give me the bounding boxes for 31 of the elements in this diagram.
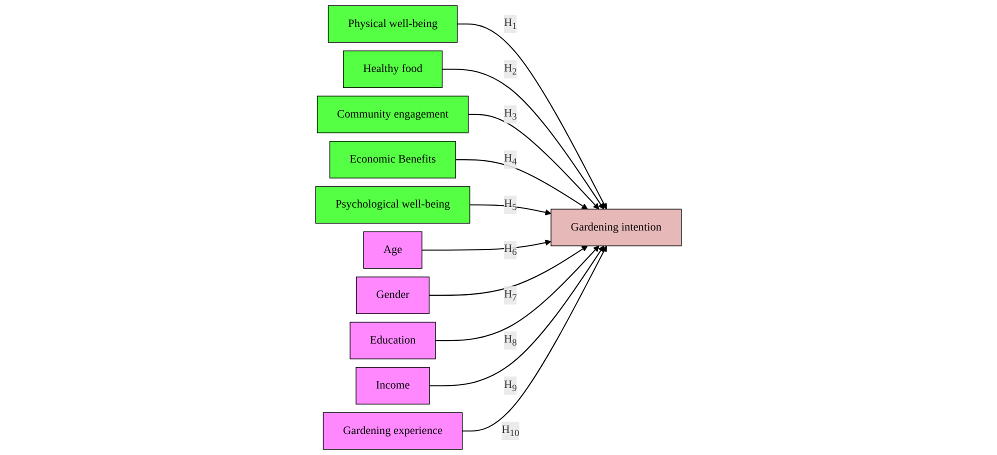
arrow bbox=[422, 240, 552, 251]
node-box: Community engagement bbox=[316, 96, 469, 134]
arrow bbox=[435, 246, 600, 342]
edge-label: H$_{2}$ bbox=[504, 62, 517, 76]
edge-label: H$_{1}$ bbox=[504, 16, 517, 32]
node-box: Education bbox=[350, 322, 436, 360]
arrow bbox=[468, 114, 600, 210]
arrow bbox=[430, 246, 604, 386]
arrow bbox=[456, 159, 588, 210]
arrow bbox=[429, 246, 588, 296]
node-box: Gardening intention bbox=[550, 208, 682, 246]
node-box: Income bbox=[356, 367, 430, 404]
arrow bbox=[442, 68, 604, 210]
node-box: Psychological well-being bbox=[315, 186, 470, 224]
edge-label: H$_{8}$ bbox=[504, 333, 517, 348]
node-box: Physical well-being bbox=[328, 5, 458, 43]
edge-label: H$_{10}$ bbox=[502, 424, 520, 438]
edge-label: H$_{6}$ bbox=[504, 242, 517, 258]
node-box: Gardening experience bbox=[322, 412, 463, 450]
arrow bbox=[470, 204, 552, 216]
node-box: Age bbox=[363, 231, 422, 269]
node-box: Gender bbox=[356, 276, 430, 314]
edge-label: H$_{4}$ bbox=[504, 152, 517, 167]
edge-label: H$_{3}$ bbox=[504, 107, 517, 122]
arrow bbox=[462, 246, 607, 432]
edge-label: H$_{5}$ bbox=[504, 198, 517, 212]
edge-label: H$_{9}$ bbox=[504, 378, 517, 393]
node-box: Healthy food bbox=[342, 50, 443, 88]
arrow bbox=[457, 24, 607, 210]
edge-label: H$_{7}$ bbox=[504, 288, 517, 302]
node-box: Economic Benefits bbox=[329, 140, 456, 178]
